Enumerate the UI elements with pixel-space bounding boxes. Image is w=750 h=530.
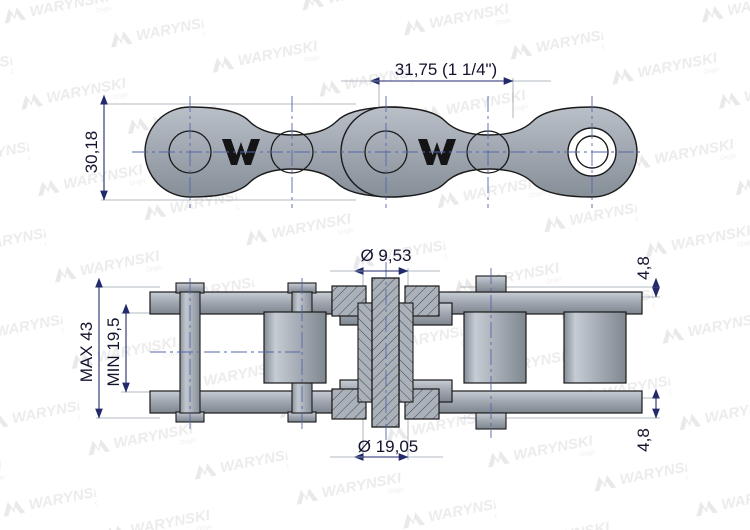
dimension-inner-width-min-label: MIN 19,5 [104, 318, 123, 387]
section-center-pin [371, 277, 400, 428]
section-bushing-right-wall [398, 302, 414, 403]
section-view: MAX 43 MIN 19,5 Ø 9,53 Ø 19,05 [77, 246, 660, 461]
dimension-plate-thickness-bottom: 4,8 [634, 388, 660, 452]
roller-far-right [563, 311, 627, 384]
dimension-inner-width-min: MIN 19,5 [104, 303, 130, 393]
sectioned-assembly [331, 277, 440, 428]
dimension-pitch: 31,75 (1 1/4") [341, 60, 551, 85]
outer-plate-bottom-right [436, 390, 643, 414]
top-view-centerlines [132, 96, 640, 208]
section-bushing-left-wall [357, 302, 373, 403]
roller-left [263, 311, 327, 384]
dimension-plate-height-label: 30,18 [82, 131, 101, 174]
roller-right [463, 311, 527, 384]
dimension-plate-thickness-top-label: 4,8 [634, 256, 653, 280]
dimension-overall-width-max-label: MAX 43 [77, 322, 96, 382]
dimension-plate-thickness-bottom-label: 4,8 [634, 428, 653, 452]
roller-group [263, 311, 627, 384]
dimension-roller-diameter: Ø 19,05 [330, 437, 443, 461]
dimension-roller-diameter-label: Ø 19,05 [358, 437, 419, 456]
top-view: 30,18 31,75 (1 1/4") [82, 60, 640, 208]
section-centerlines [150, 262, 492, 440]
dimension-pin-diameter: Ø 9,53 [330, 246, 440, 275]
dimension-plate-thickness-top: 4,8 [634, 256, 660, 298]
dimension-pin-diameter-label: Ø 9,53 [360, 246, 411, 265]
section-outer-plate-bottom-left [331, 388, 367, 420]
outer-plate-top-right [436, 291, 643, 315]
dimension-pitch-label: 31,75 (1 1/4") [395, 60, 497, 79]
dimension-overall-width-max: MAX 43 [77, 277, 103, 419]
dimension-plate-height: 30,18 [82, 94, 108, 201]
